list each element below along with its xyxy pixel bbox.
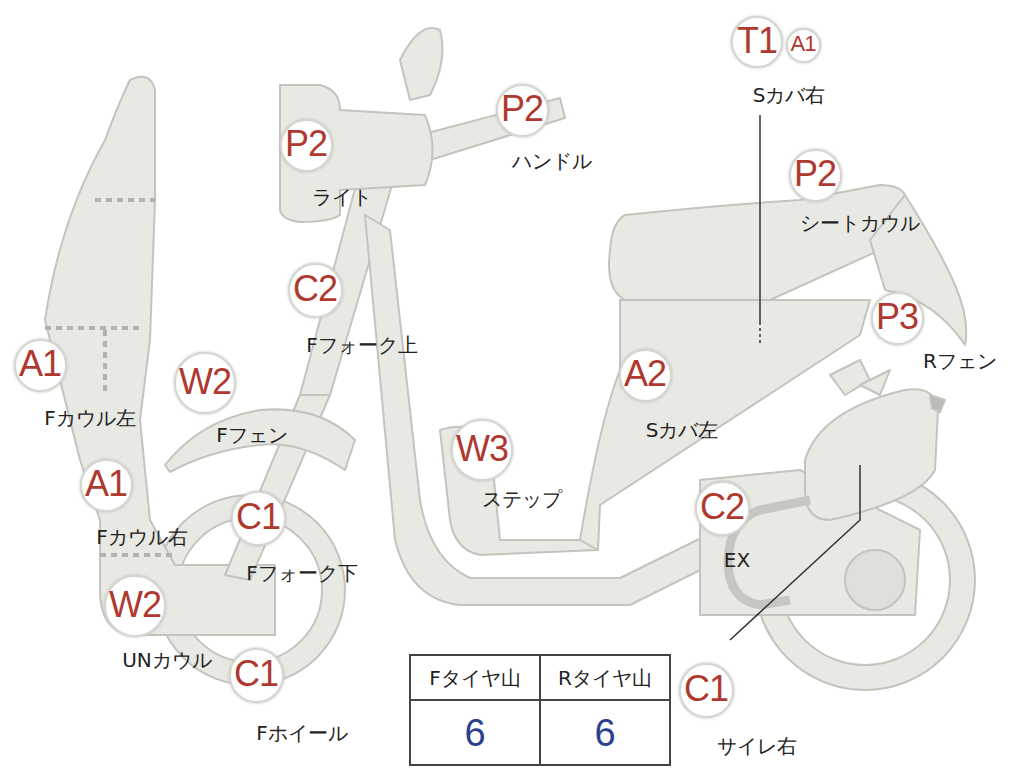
part-name: Fホイール [256,720,348,747]
callout-circle: W2UNカウル [104,575,166,637]
callout-circle: C1Fホイール [229,648,284,703]
callout-code: C1 [684,668,728,710]
callout-circle: C2Fフォーク上 [288,263,343,318]
callout-code: W2 [109,584,161,626]
part-name: シートカウル [800,210,920,237]
part-name: Fフォーク下 [246,560,358,587]
callout-circle: P2ハンドル [496,84,549,137]
callout-circle: W2Fフェン [174,352,236,414]
part-name: UNカウル [122,647,212,674]
table-header: Fタイヤ山 [429,665,521,692]
callout-code: A2 [624,353,666,395]
callout-circle: A2Sカバ左 [619,349,672,402]
part-name: ライト [312,184,372,211]
callout-code: C2 [293,268,337,310]
callout-circle: A1Fカウル右 [80,459,133,512]
part-name: Fフェン [216,422,288,449]
part-name: ハンドル [512,148,592,175]
callout-code: P2 [794,153,836,195]
part-name: Rフェン [923,348,997,375]
callout-circle: P2シートカウル [789,149,842,202]
callout-code: W2 [179,361,231,403]
callout-code: C1 [234,653,278,695]
callout-code: C1 [236,496,280,538]
callout-code: A1 [791,31,816,57]
callout-circle: A1Fカウル左 [14,339,67,392]
callout-circle: C1Fフォーク下 [231,491,286,546]
part-name: サイレ右 [717,733,797,760]
callout-circle: W3ステップ [451,419,513,481]
callout-code: A1 [85,463,127,505]
callout-code: W3 [456,428,508,470]
part-name: EX [724,548,750,572]
callout-circle: P2ライト [280,119,333,172]
callout-code: C2 [700,486,744,528]
part-name: Fカウル左 [44,405,136,432]
callout-code: P3 [876,296,918,338]
callout-circle: C1サイレ右 [679,663,734,718]
part-name: Fカウル右 [96,524,188,551]
callout-circle: P3Rフェン [871,292,924,345]
callout-code: A1 [19,343,61,385]
table-value: 6 [464,712,485,755]
part-name: Sカバ右 [753,82,826,109]
table-value: 6 [594,712,615,755]
part-name: ステップ [482,486,562,513]
callout-code: P2 [501,88,543,130]
callout-code: T1 [737,20,777,62]
part-name: Sカバ左 [646,417,719,444]
callout-circle: C2EX [695,481,750,536]
callout-circle: T1Sカバ右 [731,16,783,68]
callout-circle: A1 [786,28,821,63]
callout-code: P2 [285,123,327,165]
part-name: Fフォーク上 [306,332,418,359]
table-header: Rタイヤ山 [558,665,652,692]
